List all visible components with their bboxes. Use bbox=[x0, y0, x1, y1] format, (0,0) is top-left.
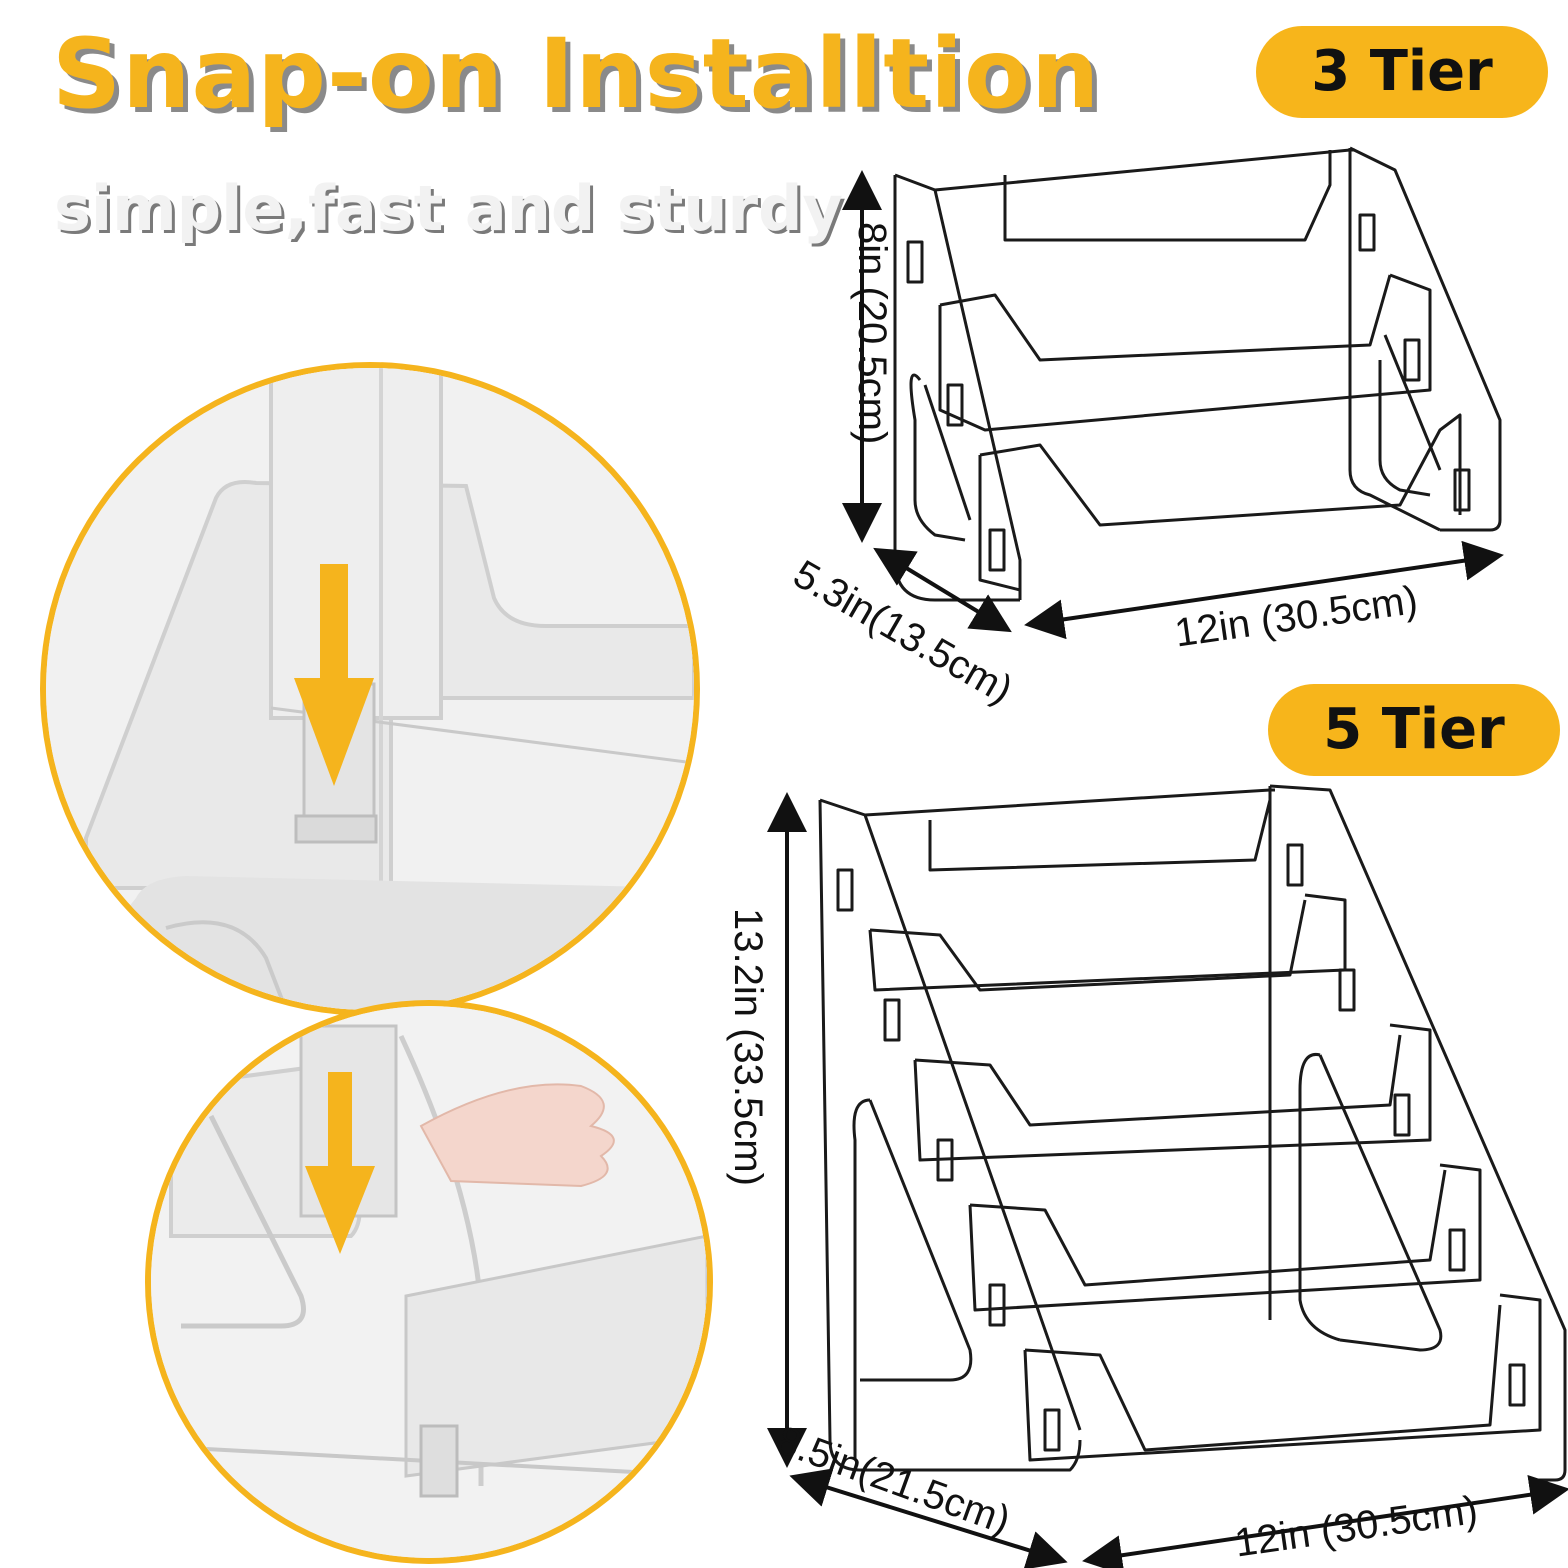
closeup-snap-illustration bbox=[46, 368, 694, 1010]
tier3-rack-drawing bbox=[893, 146, 1502, 602]
down-arrow-icon bbox=[305, 1072, 375, 1254]
tier5-height-label: 13.2in (33.5cm) bbox=[726, 908, 770, 1186]
tier3-height-label: 8in (20.5cm) bbox=[850, 222, 894, 445]
closeup-hand-illustration bbox=[151, 1006, 707, 1558]
down-arrow-icon bbox=[294, 564, 374, 786]
tier5-rack-drawing bbox=[818, 784, 1567, 1482]
closeup-snap-photo-top bbox=[40, 362, 700, 1016]
page-subtitle: simple,fast and sturdy bbox=[54, 172, 843, 245]
tier5-badge: 5 Tier bbox=[1268, 684, 1560, 776]
page-title: Snap-on Installtion bbox=[52, 18, 1101, 130]
tier3-badge: 3 Tier bbox=[1256, 26, 1548, 118]
closeup-snap-photo-bottom bbox=[145, 1000, 713, 1564]
